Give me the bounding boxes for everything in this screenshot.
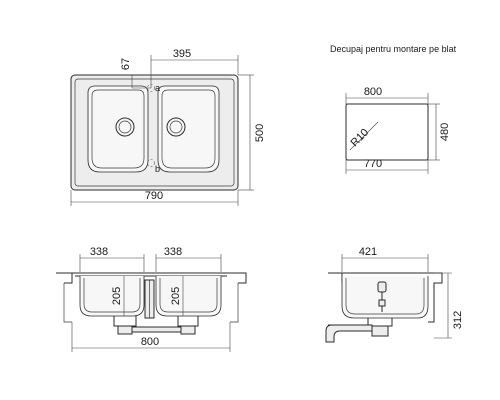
front-left-depth: 205 (111, 287, 123, 305)
front-overall-width: 800 (141, 336, 159, 348)
depth-dimension: 500 (254, 124, 266, 142)
side-width-dimension: 421 (359, 246, 377, 258)
countertop-right (230, 272, 247, 284)
point-a-label: a (155, 83, 160, 93)
cutout-bottom-width-dimension: 770 (364, 158, 382, 170)
front-right-bowl (155, 276, 222, 317)
right-drain (166, 117, 186, 137)
front-right-bowl-width: 338 (164, 246, 182, 258)
tap-hole-b (147, 159, 155, 167)
cutout-view: Decupaj pentru montare pe blat 800 R10 4… (330, 44, 457, 174)
side-bowl (341, 276, 429, 319)
front-left-bowl-width: 338 (90, 246, 108, 258)
front-left-bowl (79, 276, 145, 317)
countertop-left (56, 272, 73, 284)
side-section-view: 421 312 (325, 246, 464, 343)
side-overflow-fitting (377, 281, 387, 293)
cutout-note-title: Decupaj pentru montare pe blat (330, 44, 457, 54)
cutout-width-dimension: 800 (364, 86, 382, 98)
left-bowl (87, 85, 149, 173)
right-bowl (157, 85, 220, 173)
connecting-pipe (131, 326, 182, 333)
cutout-rectangle (345, 103, 429, 161)
left-drain (115, 117, 135, 137)
bowl-width-dimension: 395 (173, 48, 191, 60)
drain-offset-dimension: 67 (120, 58, 132, 70)
cutout-height-dimension: 480 (439, 123, 451, 141)
sink-inner-rim (74, 78, 235, 187)
point-b-label: b (155, 164, 160, 174)
front-section-view: 338 338 205 205 800 (56, 246, 247, 352)
front-right-depth: 205 (170, 287, 182, 305)
side-height-dimension: 312 (452, 311, 464, 329)
side-drain-pipe (325, 324, 373, 343)
cutout-radius-label: R10 (348, 126, 371, 149)
width-dimension: 790 (145, 190, 163, 202)
top-view: a b 395 67 500 790 (70, 48, 266, 206)
